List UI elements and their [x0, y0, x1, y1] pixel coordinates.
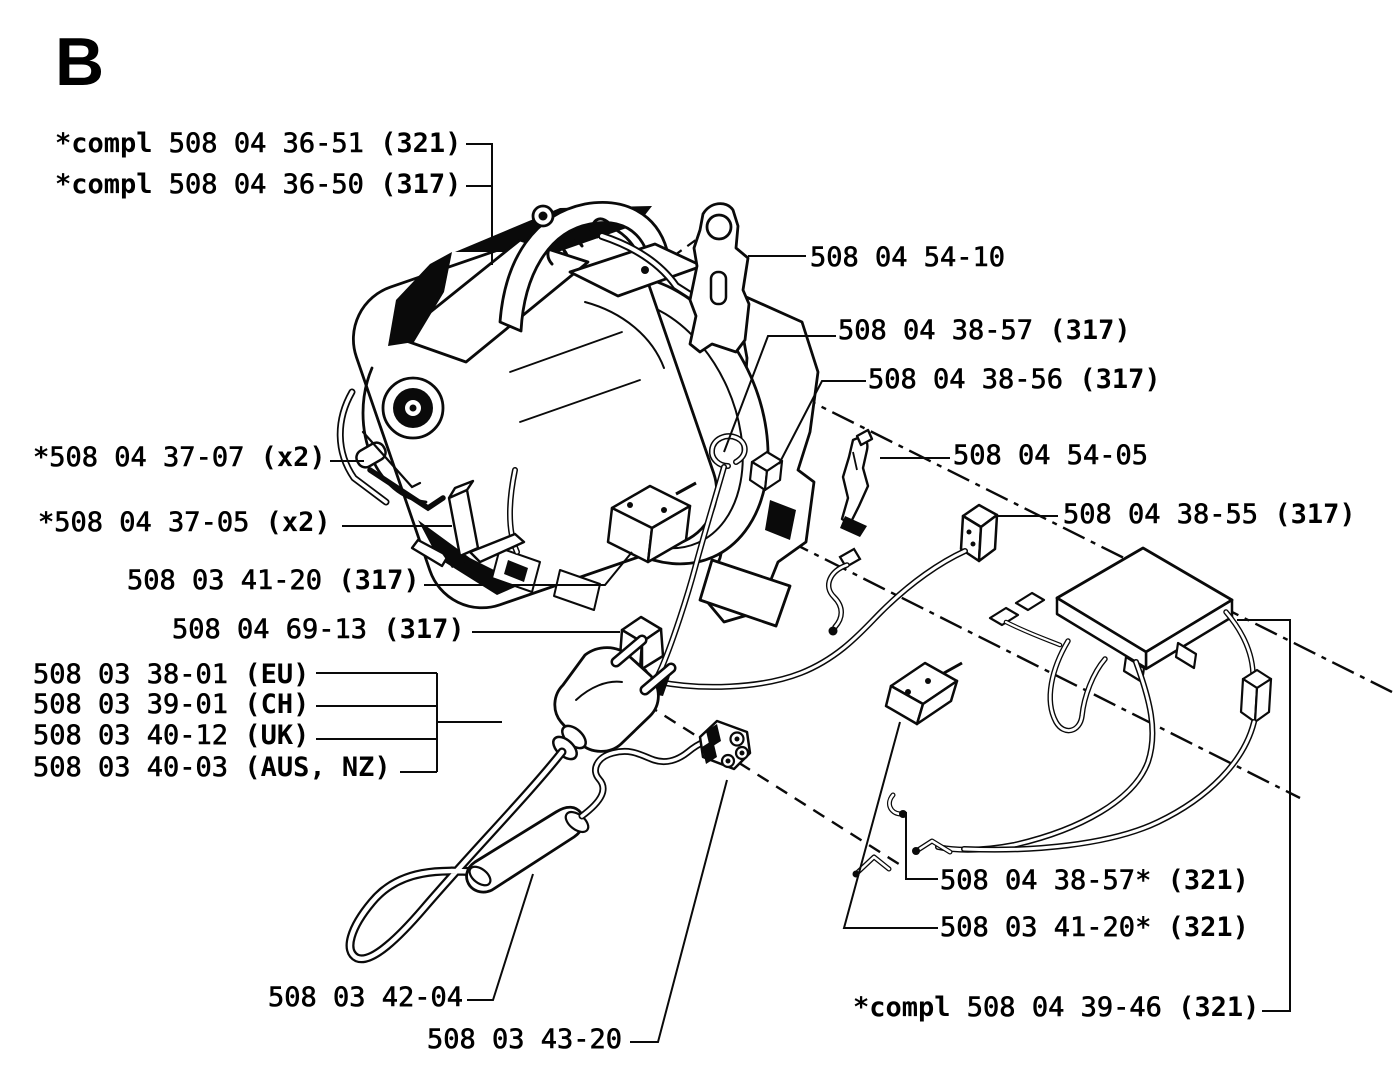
power-cord-part	[345, 634, 752, 964]
part-label-508-03-42-04: 508 03 42-04	[268, 982, 464, 1013]
part-label-508-03-41-20-321: 508 03 41-20* (321)	[940, 912, 1249, 943]
label-prefix: *compl	[55, 169, 169, 200]
part-label-compl-508-04-39-46: *compl 508 04 39-46 (321)	[853, 992, 1260, 1023]
label-prefix: *	[38, 507, 55, 538]
label-suffix: (UK)	[228, 720, 310, 751]
label-number: 508 03 38-01	[33, 659, 229, 690]
label-suffix: (321)	[1161, 992, 1260, 1023]
label-suffix: (317)	[1033, 315, 1131, 346]
label-suffix: (317)	[1063, 364, 1161, 395]
label-prefix: *	[33, 442, 50, 473]
label-number: 508 03 40-03	[33, 752, 229, 783]
label-number: 508 04 54-05	[953, 440, 1149, 471]
connector-part-38-56	[748, 450, 784, 492]
cord-plug	[553, 646, 660, 753]
part-label-508-04-38-55: 508 04 38-55 (317)	[1063, 499, 1356, 530]
label-number: 508 04 37-05	[54, 507, 250, 538]
label-suffix: (321)	[1151, 912, 1249, 943]
label-prefix: *compl	[853, 992, 967, 1023]
part-label-508-03-41-20: 508 03 41-20 (317)	[127, 565, 420, 596]
label-number: 508 04 54-10	[810, 242, 1006, 273]
leader-43-20	[630, 779, 728, 1043]
part-label-508-03-40-12: 508 03 40-12 (UK)	[33, 720, 310, 751]
label-number: 508 04 37-07	[49, 442, 245, 473]
label-suffix: (317)	[1258, 499, 1356, 530]
brush-part-37-05	[410, 479, 526, 568]
label-number: 508 04 36-51	[168, 128, 364, 159]
label-prefix: *compl	[55, 128, 169, 159]
part-label-508-03-38-01: 508 03 38-01 (EU)	[33, 659, 310, 690]
motor-spring	[546, 217, 614, 266]
label-suffix: (CH)	[228, 689, 310, 720]
label-number: 508 03 43-20	[427, 1024, 623, 1055]
label-number: 508 04 36-50	[168, 169, 364, 200]
switch-part-41-20	[606, 481, 697, 564]
label-number: 508 04 38-55	[1063, 499, 1259, 530]
label-suffix: (x2)	[244, 442, 326, 473]
leader-39-46	[1237, 619, 1291, 1012]
label-suffix: (x2)	[249, 507, 331, 538]
label-number: 508 04 38-57	[838, 315, 1034, 346]
part-label-508-03-43-20: 508 03 43-20	[427, 1024, 623, 1055]
leader-42-04	[467, 873, 534, 1001]
label-suffix: (EU)	[228, 659, 310, 690]
label-suffix: (317)	[367, 614, 465, 645]
part-label-508-04-37-07: *508 04 37-07 (x2)	[33, 442, 326, 473]
part-label-508-04-38-57: 508 04 38-57 (317)	[838, 315, 1131, 346]
label-suffix: (317)	[363, 169, 462, 200]
label-suffix: (321)	[363, 128, 462, 159]
part-label-508-04-54-10: 508 04 54-10	[810, 242, 1006, 273]
leader-38-57	[723, 335, 836, 453]
label-number: 508 04 39-46	[966, 992, 1162, 1023]
label-number: 508 03 41-20*	[940, 912, 1152, 943]
leader-36-51-36-50	[466, 143, 493, 265]
bracket-part-54-05	[840, 428, 874, 537]
leader-lines	[316, 143, 1291, 1043]
leader-38-56	[778, 380, 866, 465]
section-label: B	[55, 24, 105, 100]
label-number: 508 04 69-13	[172, 614, 368, 645]
part-label-508-04-37-05: *508 04 37-05 (x2)	[38, 507, 331, 538]
part-label-508-04-69-13: 508 04 69-13 (317)	[172, 614, 465, 645]
label-number: 508 04 38-57*	[940, 865, 1152, 896]
part-label-508-03-39-01: 508 03 39-01 (CH)	[33, 689, 310, 720]
part-label-508-04-54-05: 508 04 54-05	[953, 440, 1149, 471]
leader-41-20	[424, 551, 633, 586]
axis-line-3	[645, 702, 903, 868]
label-suffix: (321)	[1151, 865, 1249, 896]
part-label-compl-508-04-36-50: *compl 508 04 36-50 (317)	[55, 169, 462, 200]
label-suffix: (AUS, NZ)	[228, 752, 391, 783]
leader-41-20-321	[842, 721, 938, 929]
label-number: 508 03 39-01	[33, 689, 229, 720]
label-suffix: (317)	[322, 565, 420, 596]
part-label-508-03-40-03: 508 03 40-03 (AUS, NZ)	[33, 752, 391, 783]
part-label-compl-508-04-36-51: *compl 508 04 36-51 (321)	[55, 128, 462, 159]
part-label-508-04-38-57-321: 508 04 38-57* (321)	[940, 865, 1249, 896]
module-box	[1055, 546, 1234, 654]
module-part-39-46	[852, 546, 1273, 878]
label-number: 508 03 41-20	[127, 565, 323, 596]
label-number: 508 03 42-04	[268, 982, 464, 1013]
leader-38-57-321	[905, 812, 938, 880]
label-number: 508 04 38-56	[868, 364, 1064, 395]
part-label-508-04-38-56: 508 04 38-56 (317)	[868, 364, 1161, 395]
leader-cord-bracket	[316, 672, 502, 773]
label-number: 508 03 40-12	[33, 720, 229, 751]
switch-part-41-20-321	[884, 661, 963, 726]
bracket-part-54-10	[688, 202, 751, 354]
wire-loop-part	[826, 547, 862, 636]
